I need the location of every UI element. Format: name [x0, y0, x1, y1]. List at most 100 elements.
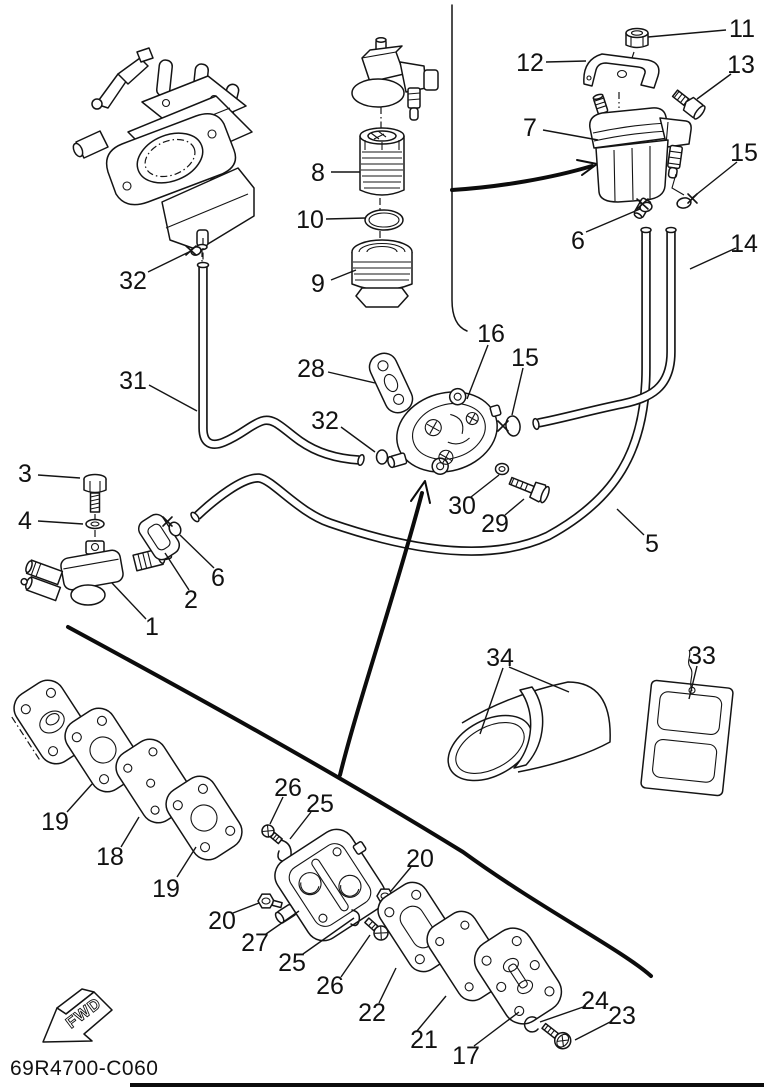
leader-line [691, 161, 738, 199]
part-number-label: 4 [18, 507, 32, 535]
part-number-label: 16 [477, 320, 505, 348]
section-divider-lower [66, 625, 653, 978]
fuel-filter-element-8 [359, 127, 405, 210]
part-number-label: 8 [311, 159, 325, 187]
leader-line [574, 1020, 613, 1041]
part-number-label: 25 [306, 790, 334, 818]
fuel-pipe-14-right [532, 226, 677, 431]
part-number-label: 32 [311, 407, 339, 435]
part-number-label: 9 [311, 270, 325, 298]
leader-line [176, 846, 197, 878]
pump-cover-17 [473, 927, 563, 1025]
nut-11 [625, 27, 649, 65]
part-number-label: 29 [481, 510, 509, 538]
leader-line [390, 866, 412, 892]
leader-line [508, 666, 570, 693]
leader-line [378, 967, 397, 1004]
part-number-label: 30 [448, 492, 476, 520]
bolt-29 [508, 476, 550, 504]
leader-line [37, 520, 84, 525]
leader-line [66, 783, 93, 813]
part-number-label: 6 [571, 227, 585, 255]
part-number-label: 7 [523, 114, 537, 142]
section-divider-top [451, 4, 468, 332]
part-number-label: 5 [645, 530, 659, 558]
screw-23 [541, 1022, 572, 1050]
part-number-label: 13 [727, 51, 755, 79]
fuel-filter-assembly-7 [589, 93, 692, 220]
reference-arrow-to-pump [338, 480, 431, 777]
hose-clip-15-top [676, 193, 698, 209]
carburetor-drain-clip-32 [185, 245, 202, 256]
part-number-label: 17 [452, 1042, 480, 1070]
leader-line [269, 796, 284, 825]
leader-line [302, 917, 355, 955]
carb-gasket-19b [165, 775, 243, 861]
part-number-label: 26 [274, 774, 302, 802]
part-number-label: 25 [278, 949, 306, 977]
leader-line [340, 426, 376, 453]
part-number-label: 34 [486, 644, 514, 672]
bolt-3 [83, 473, 107, 519]
leader-line [473, 1011, 520, 1047]
nut-20-left [257, 893, 283, 909]
part-number-label: 15 [730, 139, 758, 167]
part-number-label: 22 [358, 999, 386, 1027]
leader-line [265, 910, 300, 935]
part-number-label: 27 [241, 929, 269, 957]
leader-line [647, 29, 727, 38]
reference-arrow-to-filter [450, 159, 598, 192]
leader-line [616, 508, 645, 536]
fwd-direction-arrow: FWD [42, 988, 113, 1043]
leader-line [585, 208, 641, 233]
hose-clip-6-left [162, 516, 182, 537]
o-ring-10 [364, 209, 404, 240]
leader-line [688, 665, 698, 700]
part-number-label: 18 [96, 843, 124, 871]
part-number-label: 26 [316, 972, 344, 1000]
part-number-label: 10 [296, 206, 324, 234]
leader-line [545, 60, 587, 63]
leader-line [504, 498, 525, 516]
fuel-hose-31 [196, 238, 365, 467]
part-number-label: 6 [211, 564, 225, 592]
valve-retainer-25-bottom [350, 909, 361, 927]
fuel-cock-1 [20, 540, 173, 606]
leader-line [148, 384, 198, 412]
leader-line [37, 474, 81, 479]
leader-line [340, 934, 371, 978]
part-number-label: 11 [729, 15, 755, 43]
hose-clip-6-top [636, 198, 653, 213]
leader-line [466, 344, 489, 400]
washer-4 [85, 518, 105, 541]
leader-line [542, 129, 599, 141]
intake-silencer-34 [447, 681, 611, 782]
drawing-code: 69R4700-C060 [10, 1057, 158, 1080]
part-number-label: 1 [145, 613, 159, 641]
filter-cup-9 [351, 239, 413, 308]
part-number-label: 19 [41, 808, 69, 836]
leader-line [179, 534, 215, 569]
screw-26-bottom [364, 917, 389, 941]
part-number-label: 20 [406, 845, 434, 873]
part-number-label: 31 [119, 367, 147, 395]
leader-line [325, 217, 367, 220]
leader-line [470, 474, 500, 498]
leader-line [147, 250, 192, 273]
bolt-13 [671, 89, 706, 120]
pump-gasket-28 [368, 352, 414, 414]
part-number-label: 3 [18, 460, 32, 488]
fuel-joint-fitting [351, 37, 439, 128]
hose-clip-15-mid [497, 415, 521, 437]
fuel-pump-16 [387, 387, 502, 475]
warning-label-33 [640, 649, 734, 797]
part-number-label: 32 [119, 267, 147, 295]
part-number-label: 33 [688, 642, 716, 670]
leader-line [539, 1005, 587, 1023]
grommet-32-mid [375, 449, 389, 465]
leader-line [330, 269, 357, 281]
leader-line [232, 902, 260, 914]
